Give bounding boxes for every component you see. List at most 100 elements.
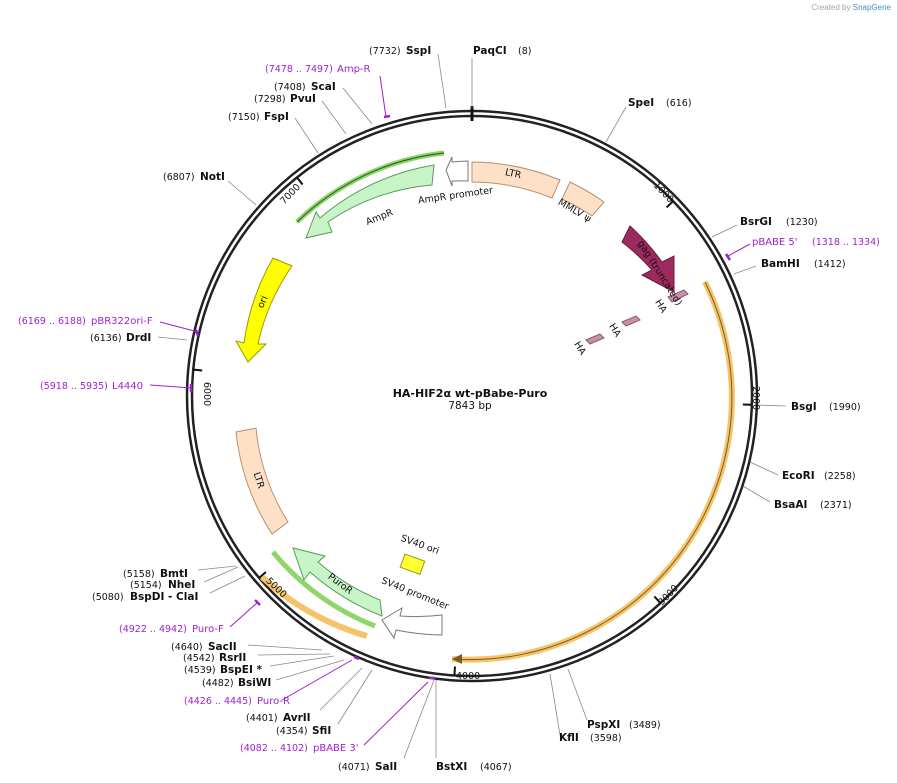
enzyme-sacii[interactable]: SacII [208, 641, 237, 653]
tick-mark-7000 [296, 176, 304, 186]
label-ha-3: HA [571, 340, 588, 358]
enzyme-bspdi-clai[interactable]: BspDI - ClaI [130, 591, 198, 603]
feature-ltr-top[interactable] [471, 161, 561, 199]
enzyme-sspi-pos: (7732) [369, 46, 401, 57]
feature-ori[interactable] [234, 257, 293, 363]
feature-puror[interactable] [292, 547, 383, 617]
features-layer [234, 156, 689, 640]
primer-pbr322ori-f[interactable]: pBR322ori-F [91, 316, 153, 327]
enzyme-ecori[interactable]: EcoRI [782, 470, 815, 482]
enzyme-fspi-pos: (7150) [228, 112, 260, 123]
tick-2000: 2000 [750, 386, 761, 410]
enzyme-sali-pos: (4071) [338, 762, 370, 773]
label-sv40-promoter: SV40 promoter [380, 575, 451, 612]
primer-pbabe5[interactable]: pBABE 5' [752, 237, 798, 248]
primer-l4440-range: (5918 .. 5935) [40, 381, 108, 392]
primer-puro-r[interactable]: Puro-R [257, 696, 290, 707]
orf-arrowhead [452, 654, 462, 664]
enzyme-paqci-pos: (8) [518, 46, 531, 57]
label-gag: gag (truncated) [635, 239, 684, 308]
enzyme-sfii[interactable]: SfiI [312, 725, 331, 737]
tick-mark-5000 [258, 571, 267, 579]
enzyme-scai[interactable]: ScaI [311, 81, 336, 93]
primer-pbr322ori-f-range: (6169 .. 6188) [18, 316, 86, 327]
orf-line [451, 281, 733, 661]
enzyme-bstxi-pos: (4067) [480, 762, 512, 773]
enzyme-bsaai[interactable]: BsaAI [774, 499, 807, 511]
enzyme-avrii-pos: (4401) [246, 713, 278, 724]
enzyme-bspdi-pos: (5080) [92, 592, 124, 603]
primer-labels: pBABE 5' (1318 .. 1334) pBABE 3' (4082 .… [18, 64, 880, 754]
enzyme-leaders [157, 53, 787, 759]
feature-ampr-promoter[interactable] [445, 156, 469, 187]
enzyme-fspi[interactable]: FspI [264, 111, 289, 123]
tick-labels: 1000 2000 3000 4000 5000 6000 7000 [201, 180, 761, 682]
feature-mmlv-psi[interactable] [561, 181, 605, 217]
puro-green-highlight [271, 550, 376, 629]
label-ltr-left: LTR [251, 471, 267, 490]
feature-ltr-left[interactable] [235, 427, 289, 535]
feature-ampr[interactable] [305, 164, 435, 239]
position-ticks [193, 176, 752, 676]
enzyme-drdi-pos: (6136) [90, 333, 122, 344]
primer-sites [189, 114, 732, 680]
primer-amp-r-range: (7478 .. 7497) [265, 64, 333, 75]
enzyme-spei[interactable]: SpeI [628, 97, 654, 109]
enzyme-ecori-pos: (2258) [824, 471, 856, 482]
enzyme-pspxi-pos: (3489) [629, 720, 661, 731]
enzyme-noti-pos: (6807) [163, 172, 195, 183]
enzyme-paqci[interactable]: PaqCI [473, 45, 507, 57]
enzyme-bmti[interactable]: BmtI [160, 568, 188, 580]
enzyme-avrii[interactable]: AvrII [283, 712, 311, 724]
label-ori: ori [255, 294, 270, 310]
enzyme-bmti-pos: (5158) [123, 569, 155, 580]
tick-4000: 4000 [456, 671, 480, 682]
enzyme-labels: PaqCI (8) SpeI (616) BsrGI (1230) BamHI … [90, 45, 861, 773]
enzyme-bamhi[interactable]: BamHI [761, 258, 800, 270]
primer-l4440[interactable]: L4440 [112, 381, 143, 392]
feature-ha-1[interactable] [667, 289, 689, 303]
enzyme-sfii-pos: (4354) [276, 726, 308, 737]
enzyme-pspxi[interactable]: PspXI [587, 719, 620, 731]
enzyme-bsrgi[interactable]: BsrGI [740, 216, 772, 228]
enzyme-sspi[interactable]: SspI [406, 45, 431, 57]
enzyme-noti[interactable]: NotI [200, 171, 225, 183]
feature-sv40-ori[interactable] [399, 553, 426, 575]
primer-puro-f[interactable]: Puro-F [192, 624, 224, 635]
enzyme-kfli[interactable]: KflI [559, 732, 579, 744]
enzyme-nhei[interactable]: NheI [168, 579, 195, 591]
enzyme-bsgi[interactable]: BsgI [791, 401, 817, 413]
tick-mark-1000 [665, 200, 674, 209]
primer-puro-f-range: (4922 .. 4942) [119, 624, 187, 635]
tick-7000: 7000 [278, 182, 303, 207]
feature-sv40-promoter[interactable] [381, 606, 443, 640]
enzyme-drdi[interactable]: DrdI [126, 332, 151, 344]
tick-6000: 6000 [201, 382, 212, 406]
primer-amp-r[interactable]: Amp-R [337, 64, 371, 75]
snapgene-logo: SnapGene [852, 3, 891, 12]
tick-mark-3000 [653, 595, 662, 604]
enzyme-scai-pos: (7408) [274, 82, 306, 93]
feature-ha-3[interactable] [585, 333, 605, 345]
enzyme-sali[interactable]: SalI [375, 761, 397, 773]
label-ampr-promoter: AmpR promoter [417, 185, 493, 206]
primer-puro-r-range: (4426 .. 4445) [184, 696, 252, 707]
enzyme-bstxi[interactable]: BstXI [436, 761, 467, 773]
enzyme-pvui[interactable]: PvuI [290, 93, 316, 105]
snapgene-credit: Created by SnapGene [811, 3, 891, 12]
enzyme-bsiwi-pos: (4482) [202, 678, 234, 689]
label-sv40-ori: SV40 ori [399, 533, 440, 557]
label-ltr-top: LTR [504, 167, 523, 181]
enzyme-spei-pos: (616) [666, 98, 692, 109]
primer-pbabe3[interactable]: pBABE 3' [313, 743, 359, 754]
tick-mark-6000 [193, 368, 203, 372]
feature-ha-2[interactable] [621, 315, 641, 327]
enzyme-bspei-pos: (4539) [184, 665, 216, 676]
feature-gag[interactable] [621, 225, 675, 293]
enzyme-rsrii-pos: (4542) [183, 653, 215, 664]
enzyme-bamhi-pos: (1412) [814, 259, 846, 270]
enzyme-rsrii[interactable]: RsrII [219, 652, 246, 664]
enzyme-sacii-pos: (4640) [171, 642, 203, 653]
enzyme-bsiwi[interactable]: BsiWI [238, 677, 271, 689]
enzyme-bspei[interactable]: BspEI * [220, 664, 263, 676]
